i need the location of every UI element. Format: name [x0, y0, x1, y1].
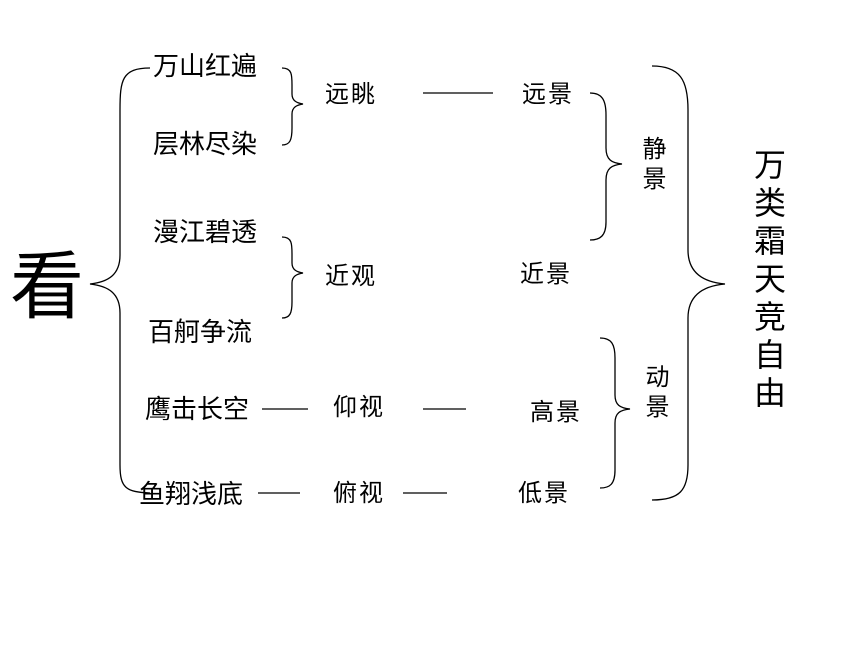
phrase-baige: 百舸争流 — [148, 318, 253, 348]
brace-conclusion — [651, 65, 726, 501]
scene-high: 高景 — [530, 398, 582, 426]
scene-near: 近景 — [520, 260, 572, 288]
scene-low: 低景 — [518, 479, 570, 507]
brace-far — [281, 67, 304, 146]
scene-far: 远景 — [522, 80, 574, 108]
conclusion-text: 万类霜天竞自由 — [749, 148, 787, 414]
phrase-manjiang: 漫江碧透 — [153, 218, 258, 248]
phrase-wanshan: 万山红遍 — [153, 52, 258, 82]
view-far: 远眺 — [325, 80, 377, 108]
root-brace — [89, 67, 151, 494]
brace-dynamic — [599, 337, 631, 489]
view-near: 近观 — [325, 262, 377, 290]
brace-near — [281, 236, 304, 319]
group-static: 静景 — [638, 136, 666, 196]
view-down: 俯视 — [333, 479, 385, 507]
phrase-cenglin: 层林尽染 — [153, 130, 258, 160]
brace-static — [589, 92, 623, 241]
group-dynamic: 动景 — [641, 364, 669, 424]
view-up: 仰视 — [333, 393, 385, 421]
phrase-yuxiang: 鱼翔浅底 — [139, 480, 244, 510]
root-char: 看 — [10, 244, 84, 330]
phrase-yingji: 鹰击长空 — [145, 395, 250, 425]
